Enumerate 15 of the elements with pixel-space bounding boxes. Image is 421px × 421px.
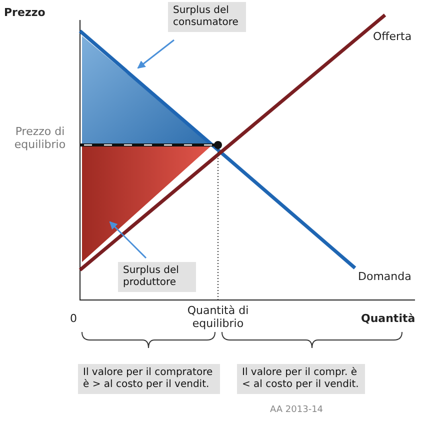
callout-box: Surplus del consumatore — [168, 2, 246, 32]
axis-title: Quantità — [361, 312, 416, 325]
arrow — [137, 39, 174, 69]
curve-label: Offerta — [373, 30, 412, 43]
curve-label: Domanda — [358, 270, 412, 283]
axis-title: Prezzo — [4, 6, 46, 19]
note-box: Il valore per il compratore è > al costo per il vendit. — [78, 364, 220, 394]
note-box: Il valore per il compr. è < al costo per il vendit. — [237, 364, 365, 394]
producer-surplus-triangle — [82, 146, 211, 262]
axis-label: 0 — [70, 312, 77, 325]
arrow — [109, 221, 147, 259]
axis-label: Quantità di equilibrio — [186, 304, 250, 330]
axis-label: Prezzo di equilibrio — [13, 125, 67, 151]
callout-box: Surplus del produttore — [118, 262, 196, 292]
footer-note: AA 2013-14 — [270, 404, 324, 417]
